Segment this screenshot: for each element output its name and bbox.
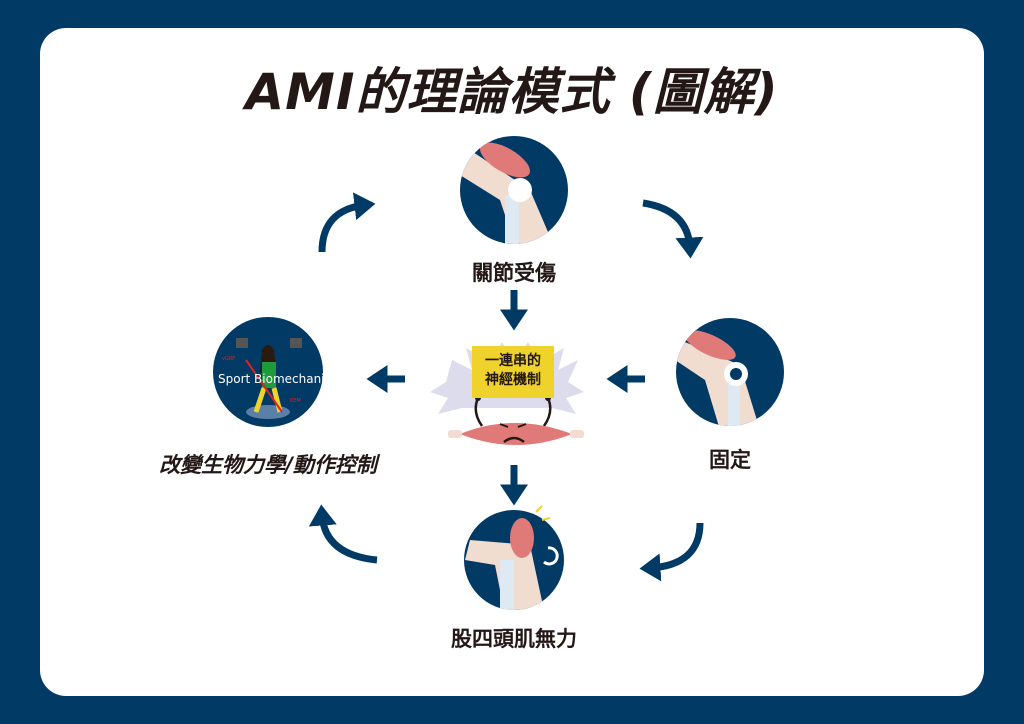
sport-biomechanics-caption: Sport Biomechanics bbox=[218, 372, 338, 386]
immobilization-illustration bbox=[676, 318, 784, 426]
cycle-arrow-bottom-right bbox=[639, 522, 704, 582]
neural-mechanism-sign: 一連串的 神經機制 bbox=[472, 346, 554, 398]
kem-label: KEM bbox=[290, 398, 301, 404]
node-label-altered-biomechanics: 改變生物力學/動作控制 bbox=[159, 453, 377, 477]
sport-biomechanics-illustration bbox=[213, 317, 323, 427]
quadriceps-weakness-illustration bbox=[464, 505, 564, 610]
joint-injury-illustration bbox=[460, 136, 568, 244]
node-label-joint-injury: 關節受傷 bbox=[472, 261, 556, 285]
vgrf-label: vGRF bbox=[222, 356, 236, 362]
cycle-arrow-bottom-left bbox=[308, 504, 378, 564]
page-title: AMI的理論模式 (圖解) bbox=[245, 63, 779, 121]
sign-line-2: 神經機制 bbox=[485, 372, 541, 388]
sign-line-1: 一連串的 bbox=[485, 353, 541, 369]
cycle-arrow-top-left bbox=[318, 192, 376, 253]
node-label-quad-weakness: 股四頭肌無力 bbox=[451, 627, 577, 651]
node-label-immobilization: 固定 bbox=[709, 448, 751, 472]
cycle-arrow-top-right bbox=[642, 199, 704, 259]
